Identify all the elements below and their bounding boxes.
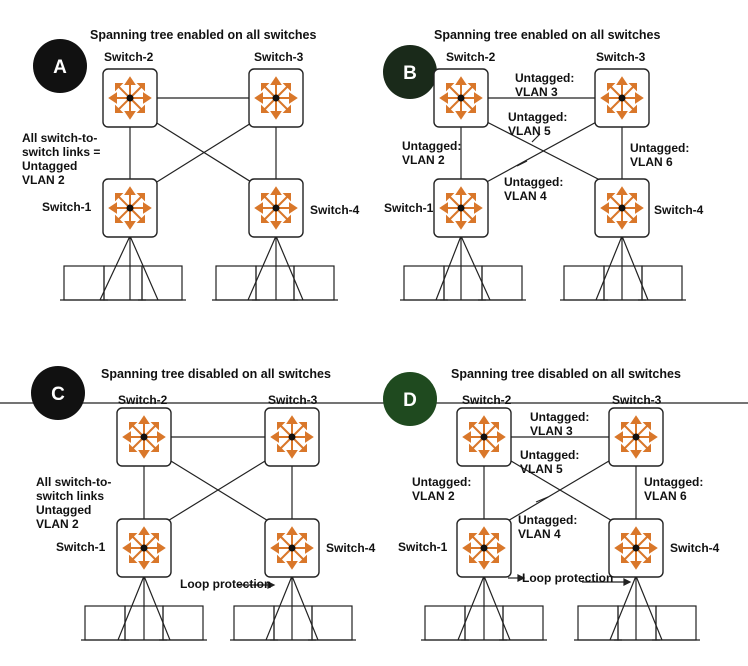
switch-1-label: Switch-1 (42, 200, 92, 214)
switch-3-label: Switch-3 (268, 393, 318, 407)
switch-3-label: Switch-3 (596, 50, 646, 64)
switch-icon (456, 407, 512, 467)
switch-icon (608, 518, 664, 578)
switch-icon (594, 178, 650, 238)
switch-icon (264, 407, 320, 467)
link-label: Untagged: (508, 110, 567, 124)
switch-icon (116, 518, 172, 578)
switch-icon (116, 407, 172, 467)
link-label: Untagged: (530, 410, 589, 424)
switch-2-label: Switch-2 (446, 50, 496, 64)
note-line: switch links = (22, 145, 100, 159)
panel-d-links (457, 436, 663, 641)
link-label: VLAN 3 (515, 85, 558, 99)
badge-b (383, 45, 437, 99)
badge-b-label: B (403, 63, 417, 84)
switch-4-label: Switch-4 (654, 203, 704, 217)
switch-icon (102, 68, 158, 128)
panel-c: C Spanning tree disabled on all switches… (31, 366, 376, 641)
note-line: All switch-to- (22, 131, 97, 145)
link-label: Untagged: (412, 475, 471, 489)
switch-4-label: Switch-4 (326, 541, 376, 555)
switch-icon (433, 68, 489, 128)
switch-3-label: Switch-3 (612, 393, 662, 407)
switch-icon (594, 68, 650, 128)
panel-b: B Spanning tree enabled on all switches … (383, 28, 704, 301)
computers-icon (229, 605, 357, 641)
link-label: VLAN 3 (530, 424, 573, 438)
link-label: Untagged: (504, 175, 563, 189)
switch-1-label: Switch-1 (384, 201, 434, 215)
panel-a-links (99, 97, 304, 301)
link-label: Untagged: (515, 71, 574, 85)
link-label: Untagged: (644, 475, 703, 489)
link-label: Untagged: (518, 513, 577, 527)
note-line: Untagged (36, 503, 91, 517)
switch-icon (264, 518, 320, 578)
switch-1-label: Switch-1 (398, 540, 448, 554)
switch-icon (248, 178, 304, 238)
computers-icon (399, 265, 527, 301)
note-line: VLAN 2 (36, 517, 79, 531)
switch-icon (608, 407, 664, 467)
link-label: VLAN 4 (518, 527, 561, 541)
switch-4-label: Switch-4 (670, 541, 720, 555)
panel-d: D Spanning tree disabled on all switches (383, 367, 720, 641)
switch-icon (248, 68, 304, 128)
switch-icon (433, 178, 489, 238)
switch-3-label: Switch-3 (254, 50, 304, 64)
link-label: VLAN 5 (520, 462, 563, 476)
link-label: Untagged: (402, 139, 461, 153)
link-label: VLAN 6 (630, 155, 673, 169)
link-label: VLAN 2 (412, 489, 455, 503)
switch-2-label: Switch-2 (462, 393, 512, 407)
switch-2-label: Switch-2 (104, 50, 154, 64)
computers-icon (573, 605, 701, 641)
link-label: Untagged: (520, 448, 579, 462)
link-label: VLAN 2 (402, 153, 445, 167)
switch-4-label: Switch-4 (310, 203, 360, 217)
switch-1-label: Switch-1 (56, 540, 106, 554)
panel-b-links (435, 97, 649, 301)
computers-icon (559, 265, 687, 301)
note-line: All switch-to- (36, 475, 111, 489)
panel-b-header: Spanning tree enabled on all switches (434, 28, 660, 42)
badge-c-label: C (51, 384, 65, 405)
link-label: VLAN 6 (644, 489, 687, 503)
note-line: Untagged (22, 159, 77, 173)
switch-icon (102, 178, 158, 238)
loop-protection-label: Loop protection (180, 577, 271, 591)
switch-icon (456, 518, 512, 578)
badge-c (31, 366, 85, 420)
panel-c-header: Spanning tree disabled on all switches (101, 367, 331, 381)
badge-a (33, 39, 87, 93)
panel-a-header: Spanning tree enabled on all switches (90, 28, 316, 42)
panel-d-header: Spanning tree disabled on all switches (451, 367, 681, 381)
link-label: Untagged: (630, 141, 689, 155)
computers-icon (211, 265, 339, 301)
computers-icon (59, 265, 187, 301)
link-label: VLAN 5 (508, 124, 551, 138)
link-label: VLAN 4 (504, 189, 547, 203)
switch-2-label: Switch-2 (118, 393, 168, 407)
panel-a: A Spanning tree enabled on all switches … (22, 28, 360, 301)
note-line: switch links (36, 489, 104, 503)
note-line: VLAN 2 (22, 173, 65, 187)
panel-c-links (117, 436, 319, 641)
loop-protection-label: Loop protection (522, 571, 613, 585)
badge-a-label: A (53, 57, 67, 78)
badge-d-label: D (403, 390, 417, 411)
badge-d (383, 372, 437, 426)
